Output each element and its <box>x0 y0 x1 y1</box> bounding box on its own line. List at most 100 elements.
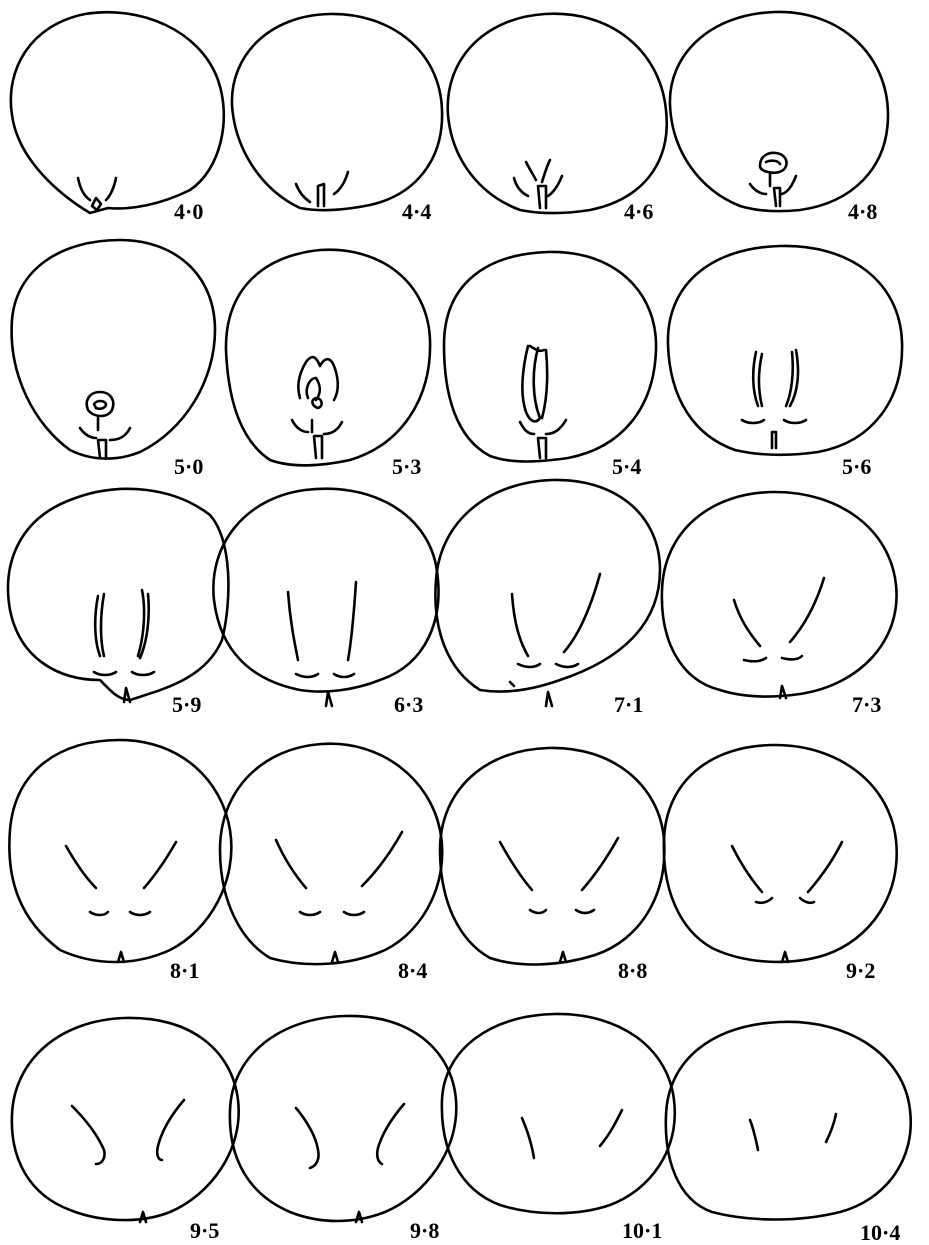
section-label: 5·6 <box>842 454 871 479</box>
section-outline <box>668 246 902 455</box>
cord-right <box>784 420 806 423</box>
section-10-1: 10·1 <box>442 1014 675 1243</box>
vessel-left <box>732 846 762 892</box>
section-label: 9·2 <box>846 958 875 983</box>
section-label: 7·1 <box>614 692 643 717</box>
section-label: 10·4 <box>860 1220 900 1245</box>
vessel-right <box>377 1104 404 1164</box>
cord-left <box>300 912 320 915</box>
section-5-0: 5·0 <box>12 240 215 479</box>
vessel-right <box>786 350 798 406</box>
artifact-dot <box>510 682 514 686</box>
cord-right <box>800 898 814 903</box>
section-label: 4·0 <box>174 199 203 224</box>
cord-left <box>756 898 772 903</box>
section-9-2: 9·2 <box>664 745 897 983</box>
vessel-right <box>157 1100 184 1160</box>
section-outline <box>444 252 656 462</box>
vessel-left <box>95 594 104 656</box>
section-outline <box>230 1016 456 1221</box>
apex-notch <box>140 1212 146 1222</box>
vessel-left <box>500 842 532 890</box>
vessel-left <box>72 1106 105 1164</box>
cord-right <box>130 912 150 915</box>
section-outline <box>670 12 888 211</box>
apex-notch <box>326 692 332 706</box>
cord-right <box>344 912 364 915</box>
cord-left <box>744 658 766 661</box>
apex-structure <box>78 178 116 210</box>
cord-left <box>742 420 764 423</box>
section-5-3: 5·3 <box>226 250 430 479</box>
apex-structure <box>296 172 348 206</box>
section-outline <box>12 1018 239 1220</box>
vessel-left <box>512 594 528 656</box>
section-label: 9·8 <box>410 1218 439 1243</box>
section-4-8: 4·8 <box>670 12 888 224</box>
section-label: 10·1 <box>622 1218 662 1243</box>
vessel-right <box>790 578 824 642</box>
apex-structure <box>514 160 562 208</box>
section-outline <box>666 1022 911 1220</box>
section-label: 9·5 <box>190 1218 219 1243</box>
section-10-4: 10·4 <box>666 1022 911 1245</box>
vessel-left <box>734 600 760 646</box>
cord-left <box>296 674 318 677</box>
section-label: 5·9 <box>172 692 201 717</box>
section-9-8: 9·8 <box>230 1016 456 1243</box>
cord-right <box>334 674 354 677</box>
section-outline <box>662 492 897 697</box>
section-outline <box>12 240 215 459</box>
apex-structure <box>292 357 342 458</box>
apex-notch <box>772 432 776 448</box>
cord-left <box>530 910 546 913</box>
cord-left <box>518 664 540 667</box>
section-4-0: 4·0 <box>11 12 224 224</box>
section-outline <box>232 14 442 210</box>
section-outline <box>220 744 442 964</box>
section-outline <box>8 489 228 700</box>
vessel-left <box>522 1118 534 1158</box>
section-7-1: 7·1 <box>435 480 660 717</box>
section-outline <box>442 1014 675 1213</box>
section-label: 4·6 <box>624 199 653 224</box>
section-5-9: 5·9 <box>8 489 228 717</box>
section-6-3: 6·3 <box>213 489 438 717</box>
cord-right <box>782 656 802 659</box>
section-label: 6·3 <box>394 692 423 717</box>
vessel-right <box>144 842 176 888</box>
section-8-1: 8·1 <box>9 740 231 983</box>
vessel-left <box>276 840 306 888</box>
section-label: 8·4 <box>398 958 427 983</box>
section-outline <box>440 748 664 965</box>
section-label: 5·4 <box>612 454 641 479</box>
apex-notch <box>560 952 566 962</box>
apex-notch <box>546 692 552 706</box>
cord-right <box>556 664 578 667</box>
section-label: 4·4 <box>402 199 431 224</box>
vessel-left <box>750 1120 758 1150</box>
section-5-4: 5·4 <box>444 252 656 479</box>
cord-left <box>94 672 116 675</box>
section-4-4: 4·4 <box>232 14 442 224</box>
section-7-3: 7·3 <box>662 492 897 717</box>
section-8-4: 8·4 <box>220 744 442 983</box>
apex-structure <box>80 392 130 458</box>
vessel-right <box>564 574 600 652</box>
section-outline <box>9 740 231 962</box>
vessel-left <box>753 352 762 406</box>
vessel-left <box>288 592 298 660</box>
section-4-6: 4·6 <box>448 14 667 224</box>
section-label: 4·8 <box>848 199 877 224</box>
section-outline <box>664 745 897 962</box>
apex-structure <box>520 346 566 458</box>
cord-right <box>132 672 154 675</box>
vessel-right <box>582 838 618 890</box>
vessel-right <box>808 842 842 892</box>
cord-right <box>576 910 594 913</box>
vessel-right <box>348 582 356 660</box>
apex-notch <box>118 952 124 962</box>
vessel-right <box>600 1110 622 1146</box>
vessel-left <box>66 846 96 888</box>
section-label: 5·3 <box>392 454 421 479</box>
